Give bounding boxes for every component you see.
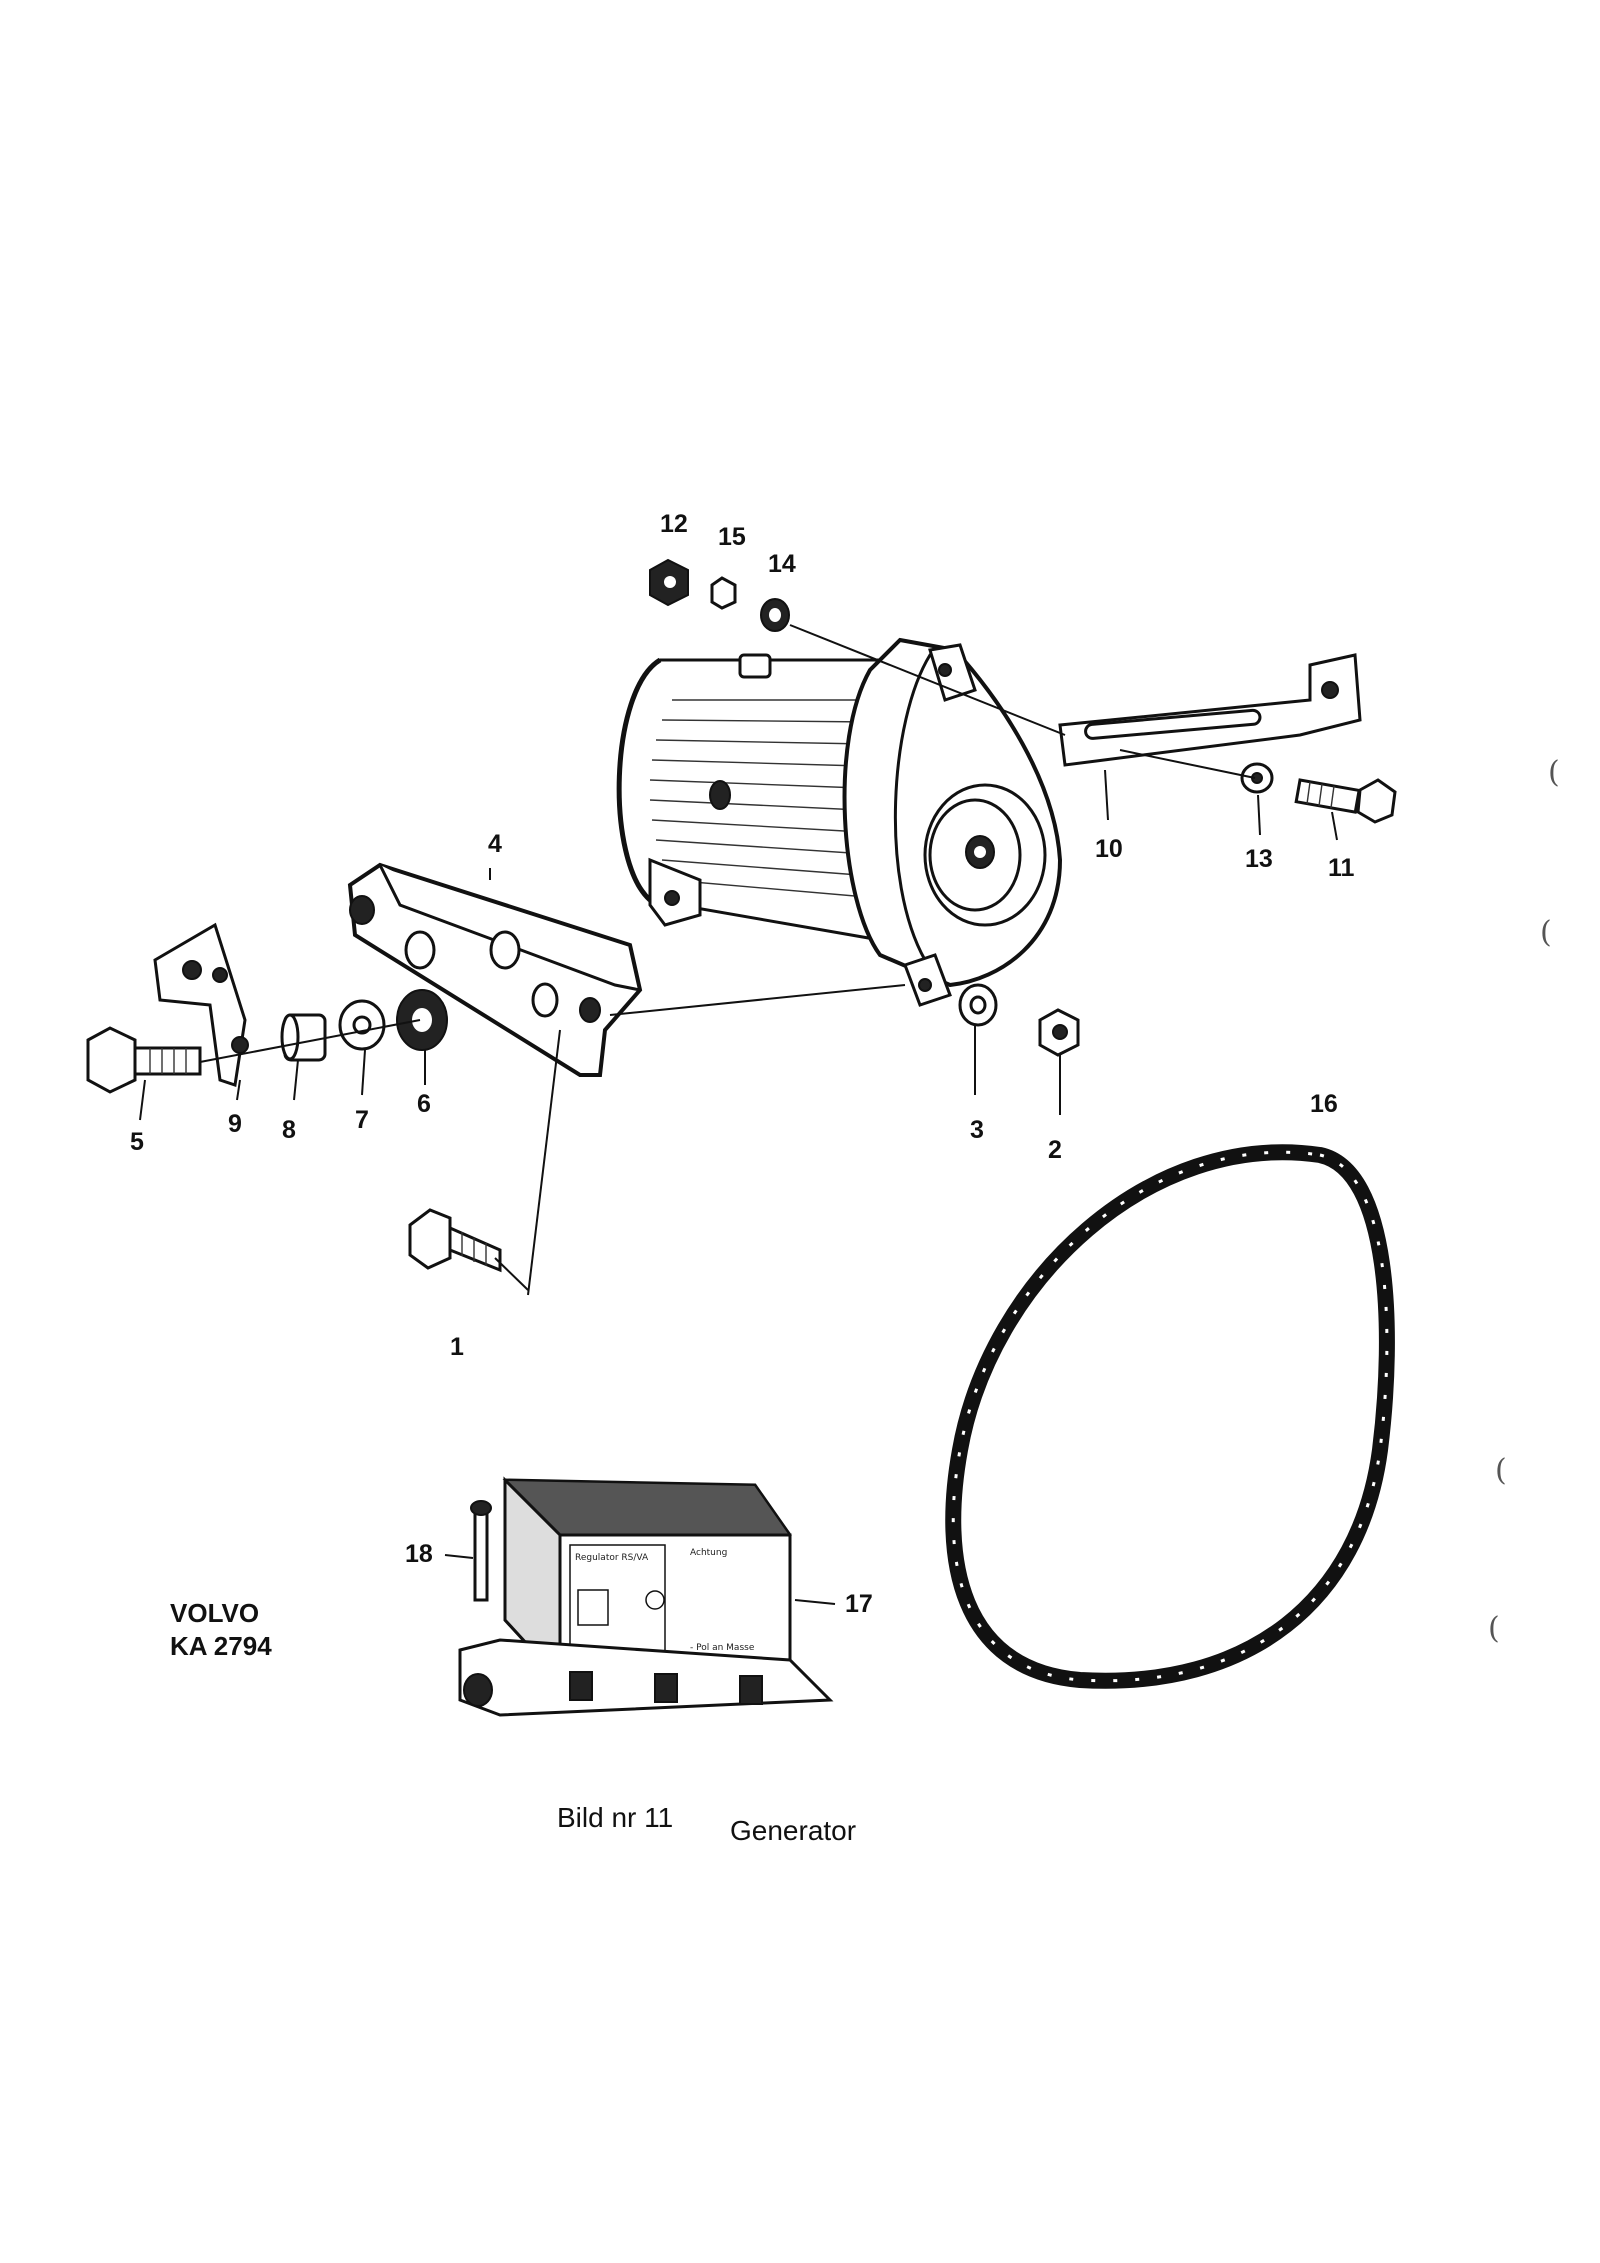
- mounting-bracket: [347, 862, 643, 1077]
- callout-17: 17: [845, 1590, 873, 1618]
- callout-11: 11: [1328, 854, 1355, 882]
- right-hardware: [609, 749, 1397, 1057]
- regulator-label-header: Regulator RS/VA: [575, 1553, 649, 1563]
- callout-3: 3: [970, 1116, 984, 1144]
- margin-mark: (: [1540, 915, 1552, 950]
- callout-9: 9: [228, 1110, 242, 1138]
- callout-13: 13: [1245, 845, 1273, 873]
- figure-caption: Bild nr 11 Generator: [557, 1802, 856, 1846]
- regulator-label-warning: Achtung: [690, 1548, 727, 1558]
- lower-hardware-stack: [86, 922, 448, 1094]
- v-belt: [945, 1144, 1395, 1689]
- callout-2: 2: [1048, 1136, 1062, 1164]
- caption-figure-number: Bild nr 11: [557, 1802, 673, 1833]
- adjusting-bracket: [1058, 653, 1362, 767]
- callout-14: 14: [768, 550, 796, 578]
- callout-numbers: 1 2 3 4 5 6 7 8 9 10 11 12 13 14 15 16 1…: [130, 510, 1355, 1618]
- voltage-regulator: Regulator RS/VA Achtung - Pol an Masse: [444, 1476, 836, 1717]
- upper-hardware: [649, 558, 1066, 736]
- caption-title: Generator: [730, 1815, 856, 1846]
- callout-16: 16: [1310, 1090, 1338, 1118]
- callout-10: 10: [1095, 835, 1123, 863]
- leader-lines: [139, 769, 1338, 1296]
- maker-line-2: KA 2794: [170, 1631, 272, 1661]
- generator-body: [616, 637, 1063, 1007]
- margin-mark: (: [1548, 755, 1560, 790]
- callout-4: 4: [488, 830, 502, 858]
- margin-mark: (: [1495, 1453, 1507, 1488]
- maker-reference: VOLVO KA 2794: [170, 1598, 272, 1661]
- regulator-label-pol: - Pol an Masse: [690, 1643, 755, 1653]
- maker-line-1: VOLVO: [170, 1598, 259, 1628]
- callout-18: 18: [405, 1540, 433, 1568]
- callout-15: 15: [718, 523, 746, 551]
- callout-1: 1: [450, 1333, 464, 1361]
- callout-8: 8: [282, 1116, 296, 1144]
- callout-5: 5: [130, 1128, 144, 1156]
- callout-7: 7: [355, 1106, 369, 1134]
- callout-6: 6: [417, 1090, 431, 1118]
- margin-mark: (: [1488, 1611, 1500, 1646]
- margin-marks: ( ( ( (: [1488, 755, 1560, 1646]
- callout-12: 12: [660, 510, 688, 538]
- bolt-1: [408, 1208, 502, 1273]
